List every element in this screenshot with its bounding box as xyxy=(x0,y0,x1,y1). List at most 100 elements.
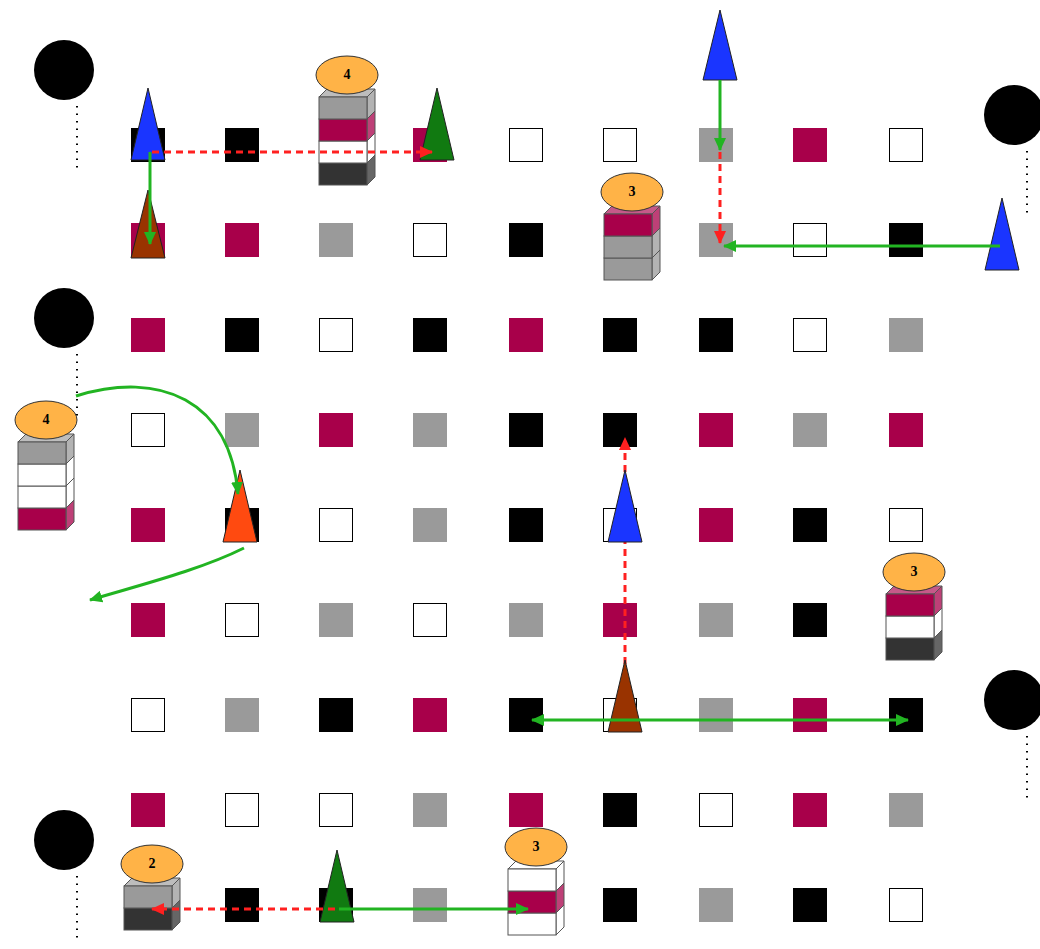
cube-front xyxy=(18,508,66,530)
count-ellipse: 4 xyxy=(315,55,379,95)
move-arrow xyxy=(149,152,152,244)
board-square xyxy=(699,888,733,922)
board-square xyxy=(414,604,447,637)
start-circle xyxy=(984,85,1040,145)
game-piece xyxy=(985,198,1019,270)
board-square xyxy=(320,794,353,827)
start-circle xyxy=(34,288,94,348)
board-square xyxy=(890,129,923,162)
dotted-line xyxy=(76,354,78,416)
cube-front xyxy=(886,638,934,660)
cube-front xyxy=(886,594,934,616)
board-square xyxy=(131,603,165,637)
board-square xyxy=(510,129,543,162)
board-square xyxy=(225,128,259,162)
board-square xyxy=(226,794,259,827)
board-square xyxy=(131,793,165,827)
start-circle xyxy=(984,670,1040,730)
cube-front xyxy=(508,869,556,891)
board-square xyxy=(509,223,543,257)
board-square xyxy=(699,603,733,637)
board-square xyxy=(699,318,733,352)
cube-front xyxy=(18,442,66,464)
move-arrow xyxy=(532,719,908,722)
stack-count: 4 xyxy=(43,413,50,427)
board-square xyxy=(413,508,447,542)
ellipse-shape xyxy=(505,828,567,866)
board-square xyxy=(793,698,827,732)
stack-count: 2 xyxy=(149,857,156,871)
game-piece xyxy=(320,850,354,922)
move-arrow xyxy=(152,908,335,911)
cube-front xyxy=(319,119,367,141)
count-ellipse: 3 xyxy=(504,827,568,867)
board-square xyxy=(414,224,447,257)
board-square xyxy=(319,603,353,637)
cube-front xyxy=(604,236,652,258)
board-square xyxy=(319,698,353,732)
board-square xyxy=(225,223,259,257)
board-square xyxy=(320,509,353,542)
move-arrow xyxy=(719,152,722,243)
cube-front xyxy=(18,486,66,508)
ellipse-shape xyxy=(601,173,663,211)
board-square xyxy=(793,888,827,922)
game-piece xyxy=(420,88,454,160)
board-square xyxy=(699,508,733,542)
board-square xyxy=(793,508,827,542)
game-piece xyxy=(223,470,257,542)
board-square xyxy=(413,793,447,827)
game-piece xyxy=(608,470,642,542)
board-square xyxy=(889,223,923,257)
cube-front xyxy=(508,913,556,935)
board-square xyxy=(413,318,447,352)
cube-front xyxy=(124,908,172,930)
start-circle xyxy=(34,810,94,870)
board-square xyxy=(509,318,543,352)
board-square xyxy=(889,793,923,827)
move-arrow xyxy=(719,80,722,150)
cube-front xyxy=(319,163,367,185)
count-ellipse: 3 xyxy=(600,172,664,212)
board-square xyxy=(413,413,447,447)
ellipse-shape xyxy=(121,845,183,883)
board-square xyxy=(225,318,259,352)
board-square xyxy=(509,508,543,542)
stack-count: 3 xyxy=(911,565,918,579)
board-square xyxy=(225,698,259,732)
board-square xyxy=(604,129,637,162)
board-square xyxy=(793,603,827,637)
cube-front xyxy=(604,258,652,280)
board-square xyxy=(603,603,637,637)
board-square xyxy=(889,318,923,352)
stack-count: 4 xyxy=(344,68,351,82)
cube-front xyxy=(319,97,367,119)
board-square xyxy=(700,794,733,827)
board-square xyxy=(889,413,923,447)
board-square xyxy=(509,698,543,732)
board-square xyxy=(225,888,259,922)
ellipse-shape xyxy=(15,401,77,439)
board-square xyxy=(793,128,827,162)
ellipse-shape xyxy=(883,553,945,591)
board-square xyxy=(413,698,447,732)
stack-count: 3 xyxy=(629,185,636,199)
move-arrow xyxy=(724,245,1000,248)
board-square xyxy=(794,224,827,257)
count-ellipse: 3 xyxy=(882,552,946,592)
game-piece xyxy=(131,88,165,160)
dotted-line xyxy=(76,106,78,168)
move-arrow xyxy=(76,387,238,494)
count-ellipse: 2 xyxy=(120,844,184,884)
stack-count: 3 xyxy=(533,840,540,854)
cube-front xyxy=(604,214,652,236)
dotted-line xyxy=(1026,736,1028,798)
board-square xyxy=(890,889,923,922)
game-piece xyxy=(131,190,165,258)
move-arrow xyxy=(339,908,528,911)
count-ellipse: 4 xyxy=(14,400,78,440)
board-square xyxy=(793,793,827,827)
move-arrow xyxy=(90,548,244,600)
